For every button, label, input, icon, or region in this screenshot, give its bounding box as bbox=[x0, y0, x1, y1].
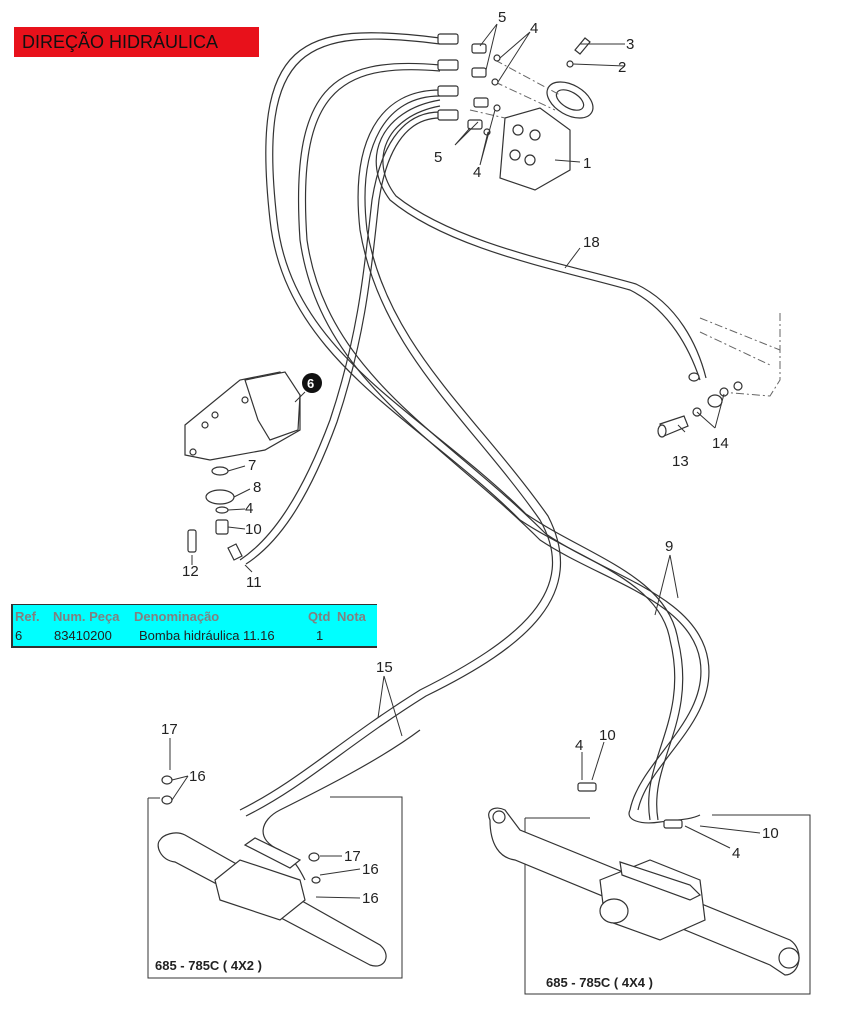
callout-5-top: 5 bbox=[498, 9, 506, 26]
callout-5-bottom: 5 bbox=[434, 149, 442, 166]
callout-17-left: 17 bbox=[161, 721, 178, 738]
hoses bbox=[239, 32, 710, 881]
parts-table: Ref. Num. Peça Denominação Qtd Nota 6 83… bbox=[11, 604, 377, 648]
model-label-4x2: 685 - 785C ( 4X2 ) bbox=[155, 958, 262, 973]
axle-4x2[interactable] bbox=[147, 775, 403, 979]
callout-12: 12 bbox=[182, 563, 199, 580]
cell-ref: 6 bbox=[15, 628, 23, 643]
hose-18[interactable] bbox=[375, 99, 701, 381]
hose-15-b[interactable] bbox=[239, 111, 441, 561]
hydraulic-pump[interactable] bbox=[184, 371, 322, 561]
steering-unit[interactable] bbox=[437, 33, 599, 191]
title-banner: DIREÇÃO HIDRÁULICA bbox=[14, 27, 259, 57]
page-title: DIREÇÃO HIDRÁULICA bbox=[22, 32, 219, 52]
callout-6-badge bbox=[302, 373, 322, 393]
callout-4-top: 4 bbox=[530, 20, 538, 37]
callout-4-4x4-right: 4 bbox=[732, 845, 740, 862]
callout-9: 9 bbox=[665, 538, 673, 555]
callout-4-bottom: 4 bbox=[473, 164, 481, 181]
header-part-number: Num. Peça bbox=[53, 609, 120, 624]
cell-description: Bomba hidráulica 11.16 bbox=[139, 628, 275, 643]
callout-15: 15 bbox=[376, 659, 393, 676]
hose-9-a-inner bbox=[272, 38, 684, 821]
hose-bracket[interactable] bbox=[657, 310, 781, 438]
callout-3: 3 bbox=[626, 36, 634, 53]
callout-14: 14 bbox=[712, 435, 729, 452]
callout-18: 18 bbox=[583, 234, 600, 251]
hose-9-a[interactable] bbox=[265, 32, 676, 821]
callout-10-4x4-right: 10 bbox=[762, 825, 779, 842]
callout-10-pump: 10 bbox=[245, 521, 262, 538]
hose-9-b-inner bbox=[304, 69, 710, 811]
callout-7: 7 bbox=[248, 457, 256, 474]
hose-9-b[interactable] bbox=[297, 62, 702, 811]
hose-15-a-inner bbox=[245, 95, 561, 817]
callout-4-pump: 4 bbox=[245, 500, 253, 517]
header-ref: Ref. bbox=[15, 609, 40, 624]
axle-4x4[interactable] bbox=[488, 782, 811, 995]
callout-6: 6 bbox=[307, 376, 314, 391]
header-note: Nota bbox=[337, 609, 366, 624]
header-qty: Qtd bbox=[308, 609, 331, 624]
callout-16-right-a: 16 bbox=[362, 861, 379, 878]
header-description: Denominação bbox=[134, 609, 220, 624]
hose-15-b-inner bbox=[245, 117, 441, 565]
hose-4x4-branch bbox=[628, 809, 701, 824]
hose-15-a[interactable] bbox=[239, 89, 554, 811]
callouts: 5 4 3 2 5 4 1 18 6 7 8 4 10 12 11 13 14 … bbox=[155, 9, 779, 990]
callout-2: 2 bbox=[618, 59, 626, 76]
callout-16-right-b: 16 bbox=[362, 890, 379, 907]
callout-1: 1 bbox=[583, 155, 591, 172]
hose-18-inner bbox=[382, 105, 707, 379]
callout-16-left: 16 bbox=[189, 768, 206, 785]
model-label-4x4: 685 - 785C ( 4X4 ) bbox=[546, 975, 653, 990]
callout-13: 13 bbox=[672, 453, 689, 470]
callout-10-4x4-top: 10 bbox=[599, 727, 616, 744]
callout-8: 8 bbox=[253, 479, 261, 496]
callout-11: 11 bbox=[246, 574, 262, 591]
callout-17-right: 17 bbox=[344, 848, 361, 865]
callout-4-4x4-top: 4 bbox=[575, 737, 583, 754]
leader-lines bbox=[169, 23, 761, 899]
cell-qty: 1 bbox=[316, 628, 324, 643]
cell-part-number: 83410200 bbox=[54, 628, 112, 643]
